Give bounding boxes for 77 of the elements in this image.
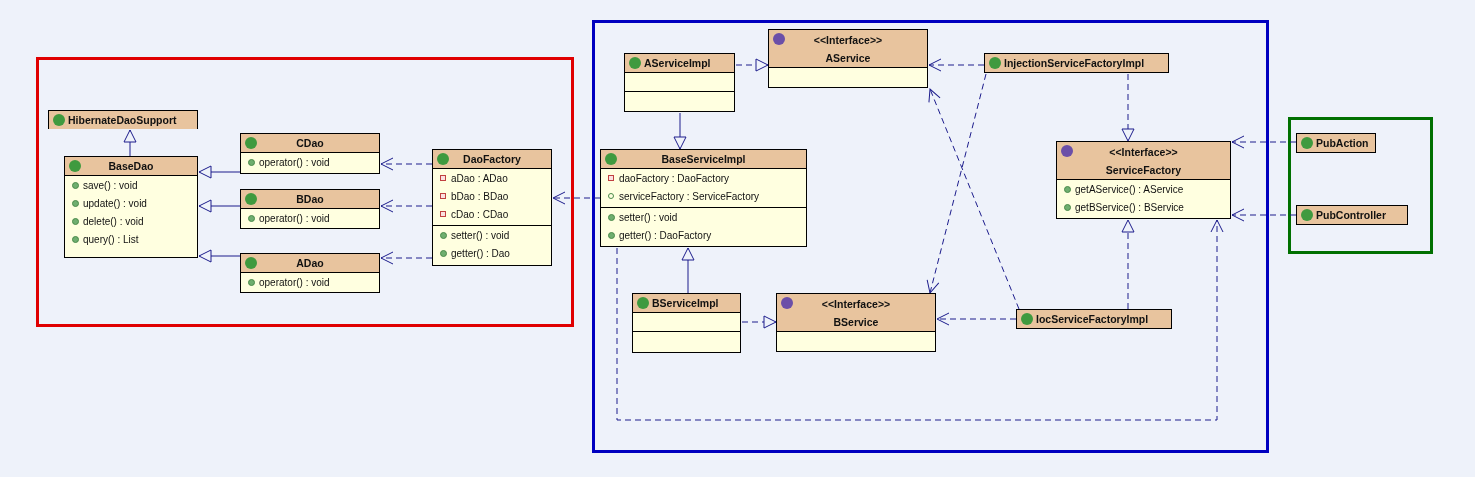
class-box xyxy=(984,53,1169,73)
dependency-arrow xyxy=(926,73,987,294)
class-name: AService xyxy=(825,51,871,66)
interface-box xyxy=(776,293,936,352)
attribute-text: bDao : BDao xyxy=(433,188,551,206)
dependency-arrow xyxy=(380,251,433,265)
realization-arrow xyxy=(1121,219,1135,310)
class-name: DaoFactory xyxy=(463,152,521,167)
class-name: PubAction xyxy=(1316,136,1369,151)
method-text: getter() : DaoFactory xyxy=(601,227,806,245)
class-box xyxy=(432,149,552,266)
inheritance-arrow xyxy=(198,165,241,179)
method-text: query() : List xyxy=(65,231,197,249)
class-name: BaseServiceImpl xyxy=(661,152,746,167)
stereotype-label: <<Interface>> xyxy=(813,33,883,48)
class-name: ServiceFactory xyxy=(1105,163,1182,178)
class-box xyxy=(1296,133,1376,153)
class-name: InjectionServiceFactoryImpl xyxy=(1004,56,1145,71)
method-text: operator() : void xyxy=(241,274,379,292)
inheritance-arrow xyxy=(123,129,137,157)
dependency-arrow xyxy=(936,312,1017,326)
method-text: getBService() : BService xyxy=(1057,199,1230,217)
attribute-text: daoFactory : DaoFactory xyxy=(601,170,806,188)
method-text: update() : void xyxy=(65,195,197,213)
class-name: ADao xyxy=(296,256,324,271)
dependency-arrow xyxy=(928,58,985,72)
class-box xyxy=(64,156,198,258)
class-name: HibernateDaoSupport xyxy=(68,113,177,128)
inheritance-arrow xyxy=(198,199,241,213)
interface-box xyxy=(768,29,928,88)
package-frame xyxy=(36,57,574,327)
method-text: setter() : void xyxy=(601,209,806,227)
dependency-arrow xyxy=(380,199,433,213)
method-text: operator() : void xyxy=(241,154,379,172)
stereotype-label: <<Interface>> xyxy=(1109,145,1178,160)
class-name: BaseDao xyxy=(108,159,154,174)
class-name: BServiceImpl xyxy=(652,296,719,311)
method-text: delete() : void xyxy=(65,213,197,231)
method-text: setter() : void xyxy=(433,227,551,245)
package-frame xyxy=(1288,117,1433,254)
class-box xyxy=(48,110,198,129)
realization-arrow xyxy=(1121,73,1135,142)
attribute-text: serviceFactory : ServiceFactory xyxy=(601,188,806,206)
attribute-text: aDao : ADao xyxy=(433,170,551,188)
dependency-arrow xyxy=(552,191,601,205)
method-text: getAService() : AService xyxy=(1057,181,1230,199)
inheritance-arrow xyxy=(198,249,241,263)
class-box xyxy=(1296,205,1408,225)
class-box xyxy=(600,149,807,247)
class-name: CDao xyxy=(296,136,324,151)
class-name: BService xyxy=(833,315,879,330)
dependency-arrow xyxy=(928,88,1020,310)
class-box xyxy=(240,253,380,293)
class-name: BDao xyxy=(296,192,324,207)
interface-box xyxy=(1056,141,1231,219)
method-text: getter() : Dao xyxy=(433,245,551,263)
dependency-arrow xyxy=(1231,135,1297,149)
class-box xyxy=(624,53,735,112)
class-name: AServiceImpl xyxy=(644,56,711,71)
realization-arrow xyxy=(741,315,777,329)
inheritance-arrow xyxy=(681,247,695,294)
attribute-text: cDao : CDao xyxy=(433,206,551,224)
class-box xyxy=(240,133,380,174)
inheritance-arrow xyxy=(673,112,687,150)
dependency-arrow xyxy=(1231,208,1297,222)
class-name: PubController xyxy=(1316,208,1386,223)
package-frame xyxy=(592,20,1269,453)
dependency-arrow xyxy=(616,219,1224,421)
stereotype-label: <<Interface>> xyxy=(821,297,891,312)
class-name: IocServiceFactoryImpl xyxy=(1036,312,1149,327)
class-box xyxy=(1016,309,1172,329)
class-box xyxy=(632,293,741,353)
dependency-arrow xyxy=(380,157,433,171)
realization-arrow xyxy=(735,58,769,72)
method-text: save() : void xyxy=(65,177,197,195)
class-box xyxy=(240,189,380,229)
method-text: operator() : void xyxy=(241,210,379,228)
